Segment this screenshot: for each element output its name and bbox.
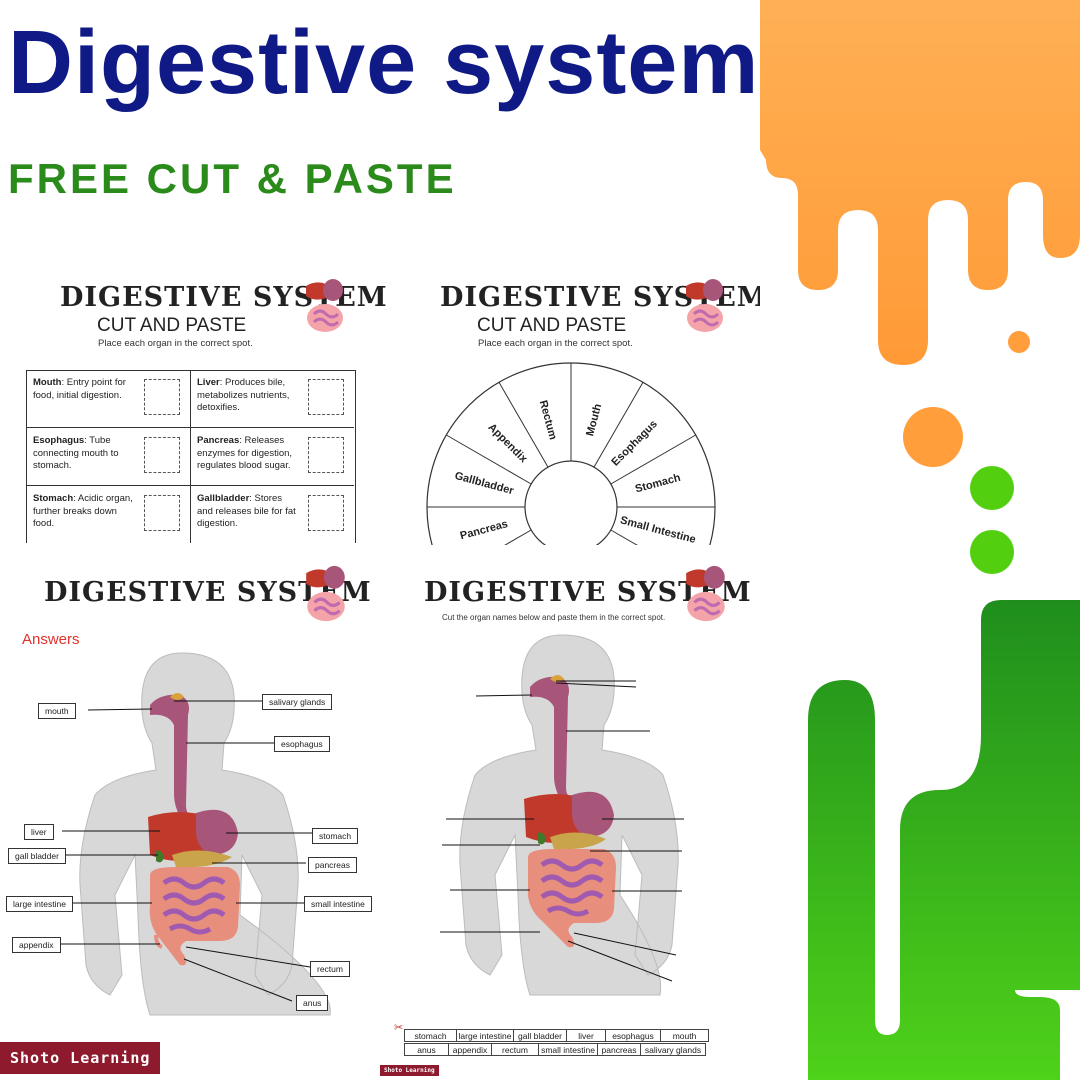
- wheel-label-esophagus: Esophagus: [609, 418, 659, 468]
- paste-box[interactable]: [144, 437, 180, 473]
- wheel-divider: [610, 529, 638, 545]
- table-cell-liver: Liver: Produces bile, metabolizes nutrie…: [191, 371, 354, 428]
- page-title: Digestive system: [8, 13, 760, 113]
- digestive-organs-icon: [306, 565, 345, 622]
- cut-label[interactable]: gall bladder: [513, 1029, 567, 1042]
- cut-row-2: anus appendix rectum small intestine pan…: [404, 1043, 706, 1056]
- label-mouth: mouth: [38, 703, 76, 719]
- label-esophagus: esophagus: [274, 736, 330, 752]
- worksheet-instruction: Cut the organ names below and paste them…: [442, 613, 666, 622]
- scissors-icon: ✂: [394, 1022, 404, 1034]
- wheel-label-pancreas: Pancreas: [459, 518, 509, 542]
- green-wave-shape: [808, 600, 1080, 1080]
- wheel-label-small-intestine: Small Intestine: [619, 514, 697, 545]
- worksheet-instruction: Place each organ in the correct spot.: [98, 338, 253, 349]
- worksheet-subtitle: CUT AND PASTE: [477, 315, 627, 336]
- worksheet-blank: DIGESTIVE SYSTEM Cut the organ names bel…: [380, 555, 760, 1080]
- label-salivary-glands: salivary glands: [262, 694, 333, 710]
- pointer-lines: [60, 700, 312, 1002]
- wheel-label-gallbladder: Gallbladder: [453, 470, 515, 497]
- table-cell-stomach: Stomach: Acidic organ, further breaks do…: [27, 487, 190, 543]
- wheel-label-rectum: Rectum: [537, 399, 559, 441]
- paste-box[interactable]: [308, 437, 344, 473]
- cut-row-1: stomach large intestine gall bladder liv…: [404, 1029, 709, 1042]
- wheel-divider: [610, 434, 696, 485]
- paste-box[interactable]: [144, 379, 180, 415]
- label-liver: liver: [24, 824, 54, 840]
- label-small-intestine: small intestine: [304, 896, 372, 912]
- label-anus: anus: [296, 995, 329, 1011]
- paste-box[interactable]: [308, 495, 344, 531]
- gallbladder-shape: [156, 850, 164, 863]
- digestive-organs-icon: [686, 565, 725, 622]
- large-intestine-shape: [149, 867, 240, 966]
- wheel-divider: [446, 434, 532, 485]
- label-gall-bladder: gall bladder: [8, 848, 66, 864]
- worksheet-wheel: DIGESTIVE SYSTEM CUT AND PASTE Place eac…: [380, 270, 760, 545]
- green-dots: [970, 466, 1014, 574]
- label-large-intestine: large intestine: [6, 896, 73, 912]
- table-cell-pancreas: Pancreas: Releases enzymes for digestion…: [191, 429, 354, 486]
- wheel-label-stomach: Stomach: [634, 472, 682, 496]
- cut-label[interactable]: liver: [566, 1029, 606, 1042]
- paste-box[interactable]: [144, 495, 180, 531]
- digestive-organs-icon: [306, 279, 343, 332]
- table-divider: [190, 371, 191, 543]
- liver-shape: [148, 812, 210, 861]
- wheel-divider: [593, 382, 644, 468]
- cut-label[interactable]: rectum: [491, 1043, 539, 1056]
- body-diagram-blank: [440, 634, 684, 996]
- cut-label[interactable]: mouth: [660, 1029, 709, 1042]
- orange-drip-shape: [760, 0, 1080, 467]
- label-rectum: rectum: [310, 961, 350, 977]
- small-intestine-shape: [162, 876, 226, 935]
- cut-label[interactable]: large intestine: [456, 1029, 514, 1042]
- page-subtitle: FREE CUT & PASTE: [8, 155, 457, 202]
- appendix-shape: [154, 934, 163, 949]
- wheel-label-appendix: Appendix: [485, 421, 530, 466]
- orange-dot-large: [903, 407, 963, 467]
- worksheet-instruction: Place each organ in the correct spot.: [478, 338, 633, 349]
- table-cell-mouth: Mouth: Entry point for food, initial dig…: [27, 371, 190, 428]
- cut-label[interactable]: appendix: [448, 1043, 492, 1056]
- table-cell-gallbladder: Gallbladder: Stores and releases bile fo…: [191, 487, 354, 543]
- brand-badge-small: Shoto Learning: [380, 1065, 439, 1076]
- worksheet-answers: DIGESTIVE SYSTEM Answers: [0, 555, 380, 1080]
- paste-box[interactable]: [308, 379, 344, 415]
- wheel-divider: [504, 529, 532, 545]
- cut-label[interactable]: small intestine: [538, 1043, 598, 1056]
- cut-label[interactable]: esophagus: [605, 1029, 661, 1042]
- worksheet-subtitle: CUT AND PASTE: [97, 315, 247, 336]
- label-pancreas: pancreas: [308, 857, 357, 873]
- table-cell-esophagus: Esophagus: Tube connecting mouth to stom…: [27, 429, 190, 486]
- body-diagram: [60, 652, 331, 1016]
- salivary-gland-shape: [170, 693, 184, 700]
- cut-label[interactable]: stomach: [404, 1029, 457, 1042]
- esophagus-shape: [150, 694, 196, 817]
- worksheet-table: DIGESTIVE SYSTEM CUT AND PASTE Place eac…: [0, 270, 387, 545]
- cut-label[interactable]: salivary glands: [640, 1043, 706, 1056]
- wheel-divider: [498, 382, 549, 468]
- answers-label: Answers: [22, 631, 80, 648]
- brand-badge: Shoto Learning: [0, 1042, 161, 1074]
- label-appendix: appendix: [12, 937, 61, 953]
- digestive-organs-icon: [686, 279, 723, 332]
- blank-pointer-lines: [440, 680, 684, 982]
- cut-label[interactable]: anus: [404, 1043, 449, 1056]
- cut-label[interactable]: pancreas: [597, 1043, 641, 1056]
- stomach-shape: [196, 809, 238, 855]
- label-stomach: stomach: [312, 828, 359, 844]
- organ-table: Mouth: Entry point for food, initial dig…: [26, 370, 356, 543]
- orange-dot-small: [1008, 331, 1030, 353]
- wheel-label-mouth: Mouth: [584, 402, 604, 437]
